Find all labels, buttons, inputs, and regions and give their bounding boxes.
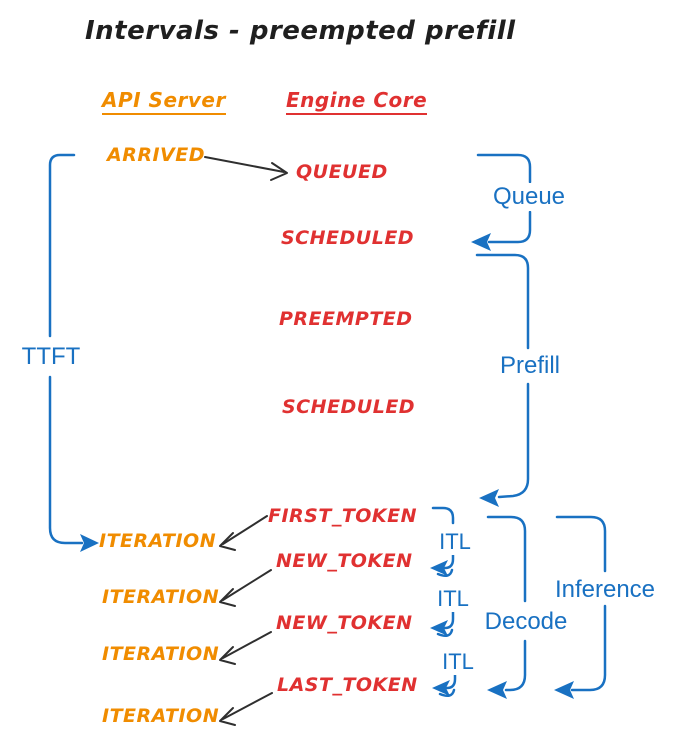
- arrow-first-token-to-iteration-1: [219, 515, 268, 551]
- column-header-engine-core: Engine Core: [286, 88, 428, 115]
- interval-label-itl-3: ITL: [440, 649, 476, 675]
- interval-label-itl-2: ITL: [435, 586, 471, 612]
- arrow-shaft: [222, 515, 268, 545]
- bracket-top: [476, 153, 532, 184]
- interval-label-prefill: Prefill: [497, 352, 563, 380]
- decode-arrowhead-left: [487, 681, 507, 699]
- arrow-new-token-2-to-iteration-3: [219, 631, 272, 665]
- column-header-api-server: API Server: [102, 88, 226, 115]
- arrow-shaft: [222, 631, 272, 659]
- event-arrived: ARRIVED: [107, 144, 205, 166]
- event-iteration-2: ITERATION: [102, 586, 220, 608]
- itl-bracket-2: [430, 609, 455, 638]
- event-last-token: LAST_TOKEN: [277, 674, 418, 696]
- hook-curl: [436, 628, 454, 638]
- arrow-head: [219, 646, 236, 665]
- arrow-head: [219, 707, 236, 726]
- itl-arrowhead-left: [430, 560, 448, 576]
- hook-curl: [436, 568, 454, 578]
- interval-label-ttft: TTFT: [19, 343, 83, 371]
- event-iteration-3: ITERATION: [102, 643, 220, 665]
- itl-arrowhead-left: [432, 680, 450, 696]
- bracket-top: [486, 515, 527, 603]
- arrow-head: [219, 588, 236, 607]
- interval-label-itl-1: ITL: [437, 529, 473, 555]
- event-new-token-2: NEW_TOKEN: [276, 612, 413, 634]
- event-iteration-4: ITERATION: [102, 705, 220, 727]
- event-scheduled-1: SCHEDULED: [281, 227, 415, 249]
- event-scheduled-2: SCHEDULED: [282, 396, 416, 418]
- bracket-hook: [443, 609, 455, 630]
- prefill-arrowhead-left: [479, 489, 499, 507]
- ttft-arrowhead-right: [80, 534, 99, 552]
- bracket-bottom: [497, 382, 530, 499]
- arrow-arrived-to-queued: [204, 156, 288, 181]
- bracket-bottom: [48, 375, 84, 545]
- bracket-top: [48, 153, 76, 338]
- arrow-new-token-1-to-iteration-2: [219, 569, 272, 607]
- event-new-token-1: NEW_TOKEN: [276, 550, 413, 572]
- arrow-shaft: [222, 692, 273, 720]
- bracket-top: [475, 253, 530, 350]
- diagram-title: Intervals - preempted prefill: [85, 16, 516, 46]
- event-iteration-1: ITERATION: [99, 530, 217, 552]
- interval-label-decode: Decode: [482, 608, 570, 636]
- arrow-head: [219, 532, 236, 551]
- interval-label-queue: Queue: [490, 183, 568, 211]
- hook-curl: [438, 688, 456, 698]
- bracket-corner: [431, 506, 455, 525]
- bracket-bottom: [504, 639, 527, 692]
- interval-label-inference: Inference: [552, 576, 658, 604]
- arrow-head: [270, 162, 288, 181]
- event-first-token: FIRST_TOKEN: [268, 505, 418, 527]
- prefill-bracket: [475, 253, 530, 507]
- itl-arrowhead-left: [430, 620, 448, 636]
- inference-arrowhead-left: [554, 681, 574, 699]
- bracket-bottom: [487, 210, 532, 244]
- arrow-last-token-to-iteration-4: [219, 692, 273, 726]
- arrow-shaft: [204, 156, 285, 173]
- arrow-shaft: [222, 569, 272, 601]
- bracket-top: [555, 515, 607, 573]
- queue-arrowhead-left: [471, 233, 491, 251]
- event-preempted: PREEMPTED: [279, 308, 413, 330]
- bracket-bottom: [570, 604, 607, 692]
- event-queued: QUEUED: [296, 161, 388, 183]
